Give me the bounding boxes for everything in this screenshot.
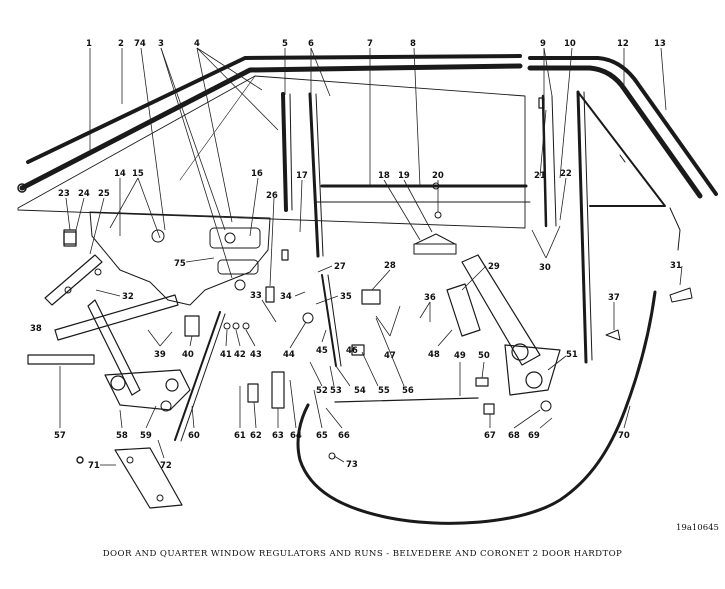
callout-3: 3	[158, 39, 164, 49]
callout-73: 73	[346, 460, 358, 470]
quarter-glass	[576, 90, 666, 364]
callout-62: 62	[250, 431, 262, 441]
callout-16: 16	[251, 169, 263, 179]
quarter-lower-weatherstrip	[296, 290, 657, 525]
callout-19: 19	[398, 171, 410, 181]
figure-reference-number: 19a10645	[676, 523, 719, 533]
lower-bracket	[76, 447, 183, 509]
callout-44: 44	[283, 350, 295, 360]
callout-37: 37	[608, 293, 620, 303]
callout-68: 68	[508, 431, 520, 441]
callout-labels: 1 2 74 3 4 5 6 7 8 9 10 12 13 14 15	[30, 39, 683, 471]
regulator-mounting-plate	[89, 211, 271, 306]
callout-54: 54	[354, 386, 366, 396]
callout-8: 8	[410, 39, 416, 49]
callout-34: 34	[280, 292, 292, 302]
quarter-window-regulator	[446, 254, 561, 396]
figure-caption: DOOR AND QUARTER WINDOW REGULATORS AND R…	[102, 549, 623, 559]
callout-40: 40	[182, 350, 194, 360]
callout-2: 2	[118, 39, 124, 49]
callout-57: 57	[54, 431, 66, 441]
callout-50: 50	[478, 351, 490, 361]
callout-5: 5	[282, 39, 288, 49]
callout-42: 42	[234, 350, 246, 360]
callout-71: 71	[88, 461, 100, 471]
callout-9: 9	[540, 39, 546, 49]
callout-7: 7	[367, 39, 373, 49]
quarter-window-run-channel	[538, 94, 557, 228]
door-window-regulator	[27, 231, 191, 411]
callout-13: 13	[654, 39, 666, 49]
callout-23: 23	[58, 189, 70, 199]
callout-4: 4	[194, 39, 200, 49]
callout-30: 30	[539, 263, 551, 273]
callout-24: 24	[78, 189, 90, 199]
callout-66: 66	[338, 431, 350, 441]
callout-47: 47	[384, 351, 396, 361]
callout-52: 52	[316, 386, 328, 396]
callout-60: 60	[188, 431, 200, 441]
quarter-guide-rods	[321, 274, 479, 403]
callout-25: 25	[98, 189, 110, 199]
callout-35: 35	[340, 292, 352, 302]
callout-48: 48	[428, 350, 440, 360]
callout-28: 28	[384, 261, 396, 271]
callout-74: 74	[134, 39, 146, 49]
regulator-guide-bar	[174, 311, 226, 442]
callout-22: 22	[560, 169, 572, 179]
callout-69: 69	[528, 431, 540, 441]
callout-10: 10	[564, 39, 576, 49]
rear-glass-run-channel	[308, 92, 324, 258]
callout-49: 49	[454, 351, 466, 361]
fasteners	[63, 207, 693, 460]
callout-6: 6	[308, 39, 314, 49]
callout-56: 56	[402, 386, 414, 396]
callout-33: 33	[250, 291, 262, 301]
callout-29: 29	[488, 262, 500, 272]
callout-63: 63	[272, 431, 284, 441]
callout-59: 59	[140, 431, 152, 441]
callout-64: 64	[290, 431, 302, 441]
callout-18: 18	[378, 171, 390, 181]
callout-12: 12	[617, 39, 629, 49]
callout-21: 21	[534, 171, 546, 181]
callout-1: 1	[86, 39, 92, 49]
callout-65: 65	[316, 431, 328, 441]
callout-45: 45	[316, 346, 328, 356]
callout-27: 27	[334, 262, 346, 272]
callout-38: 38	[30, 324, 42, 334]
callout-70: 70	[618, 431, 630, 441]
glass-lift-channel	[314, 182, 531, 255]
callout-61: 61	[234, 431, 246, 441]
callout-51: 51	[566, 350, 578, 360]
callout-31: 31	[670, 261, 682, 271]
front-glass-run-channel	[281, 92, 293, 212]
callout-46: 46	[346, 346, 358, 356]
callout-41: 41	[220, 350, 232, 360]
callout-32: 32	[122, 292, 134, 302]
callout-26: 26	[266, 191, 278, 201]
callout-53: 53	[330, 386, 342, 396]
callout-17: 17	[296, 171, 308, 181]
callout-72: 72	[160, 461, 172, 471]
callout-75: 75	[174, 259, 186, 269]
roof-rail-weatherstrip	[17, 54, 523, 193]
callout-39: 39	[154, 350, 166, 360]
callout-14: 14	[114, 169, 126, 179]
callout-67: 67	[484, 431, 496, 441]
callout-20: 20	[432, 171, 444, 181]
callout-43: 43	[250, 350, 262, 360]
quarter-rail-weatherstrip	[527, 56, 718, 199]
callout-55: 55	[378, 386, 390, 396]
door-glass	[17, 75, 526, 229]
callout-15: 15	[132, 169, 144, 179]
callout-36: 36	[424, 293, 436, 303]
callout-58: 58	[116, 431, 128, 441]
